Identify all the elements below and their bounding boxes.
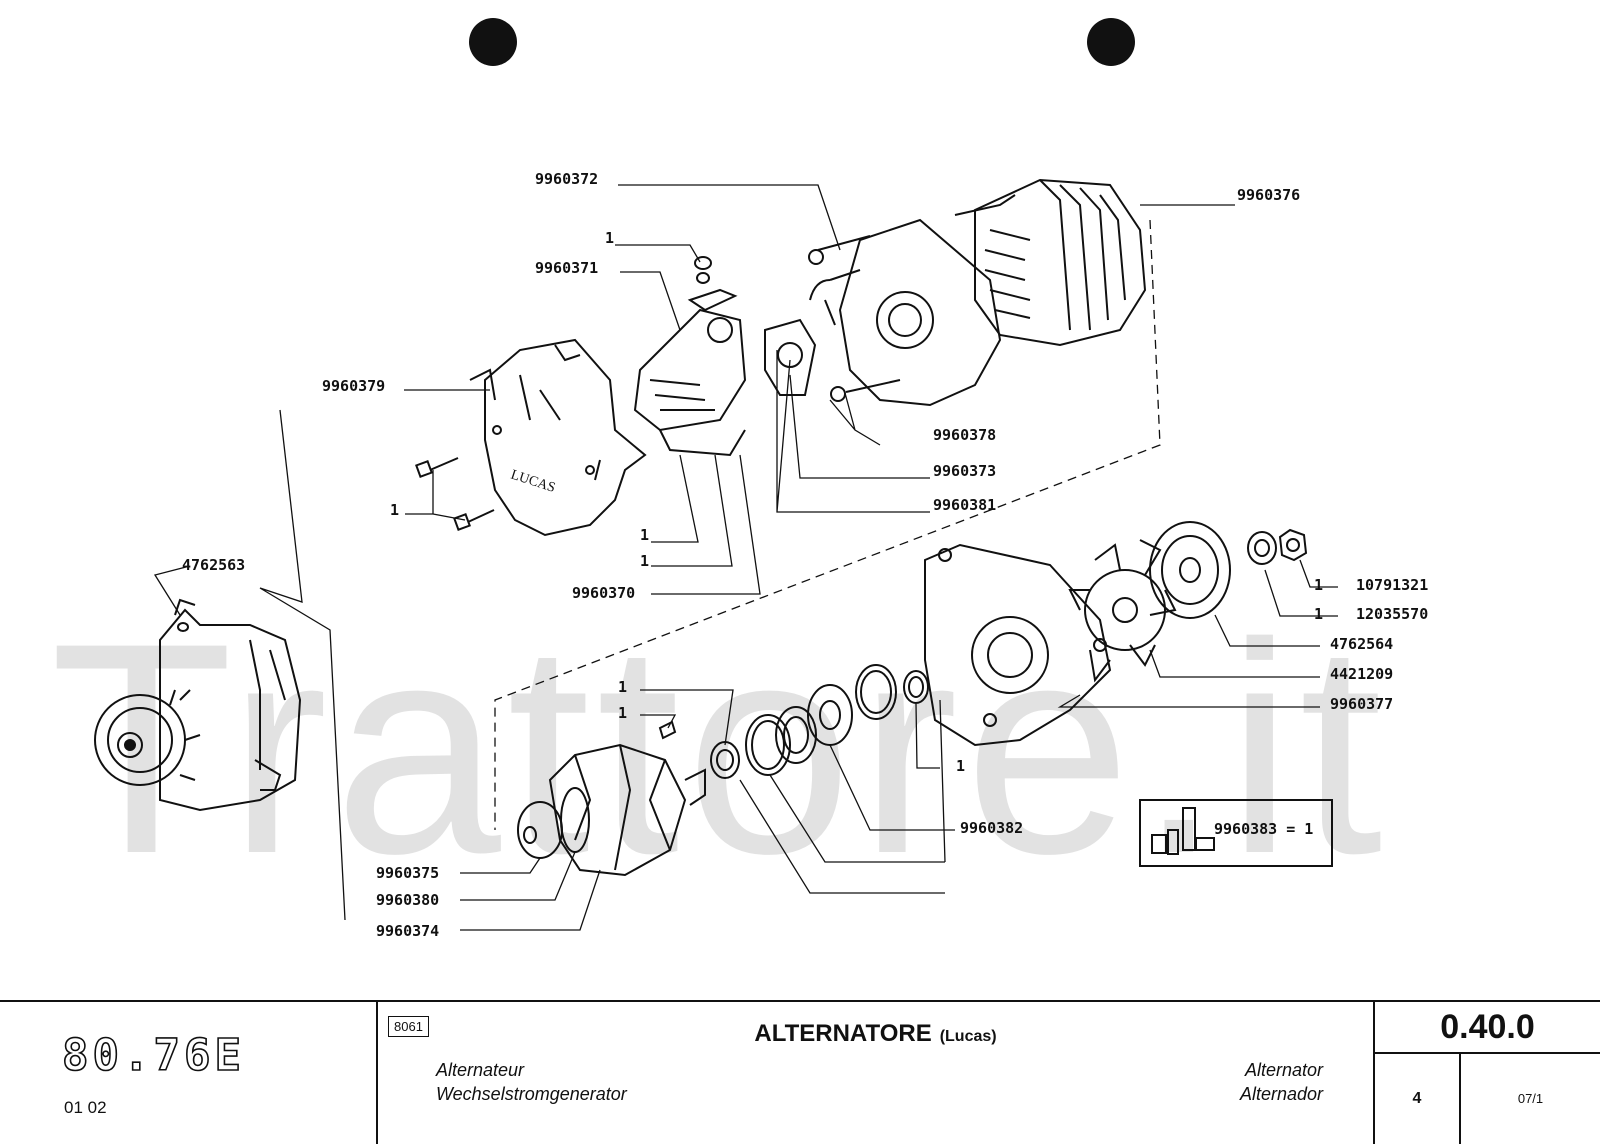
- callout-9960382: 9960382: [960, 819, 1023, 837]
- callout-qty-key: 1: [618, 704, 627, 722]
- title-spanish: Alternador: [1239, 1084, 1323, 1104]
- callout-9960379: 9960379: [322, 377, 385, 395]
- model-code: 80.76E: [61, 1029, 245, 1082]
- callout-4762564: 4762564: [1330, 635, 1393, 653]
- revision-code: 07/1: [1517, 1091, 1544, 1106]
- callout-4762563: 4762563: [182, 556, 245, 574]
- callout-9960373: 9960373: [933, 462, 996, 480]
- punch-hole-left: [469, 18, 517, 66]
- model-variants: 01 02: [64, 1098, 107, 1117]
- callout-9960377: 9960377: [1330, 695, 1393, 713]
- callout-9960380: 9960380: [376, 891, 439, 909]
- callout-qty-nut: 1: [605, 229, 614, 247]
- title-french: Alternateur: [436, 1060, 525, 1080]
- callout-9960374: 9960374: [376, 922, 439, 940]
- title-text: ALTERNATORE: [754, 1020, 932, 1047]
- callout-10791321: 10791321: [1356, 576, 1428, 594]
- exploded-parts-diagram: Trattore.it: [50, 18, 1428, 940]
- cover-screws-drawing: [415, 457, 495, 531]
- pulley-drawing: [1149, 521, 1308, 619]
- page-number: 4: [1375, 1054, 1461, 1144]
- fan-drawing: [1068, 539, 1177, 683]
- callout-qty-regulator-b: 1: [640, 552, 649, 570]
- punch-hole-right: [1087, 18, 1135, 66]
- title-block: 80.76E 01 02 8061 ALTERNATORE (Lucas) Alt…: [0, 1000, 1600, 1144]
- stator-drawing: [954, 178, 1147, 347]
- callout-9960371: 9960371: [535, 259, 598, 277]
- watermark: Trattore.it: [50, 580, 1389, 916]
- callout-9960381: 9960381: [933, 496, 996, 514]
- section-code: 8061: [388, 1016, 429, 1037]
- callout-4421209: 4421209: [1330, 665, 1393, 683]
- callout-9960383: 9960383 = 1: [1214, 820, 1313, 838]
- reference-code: 0.40.0: [1375, 1002, 1600, 1054]
- callout-qty-bearing: 1: [618, 678, 627, 696]
- reference-cell: 0.40.0 4 07/1: [1375, 1002, 1600, 1144]
- callout-qty-regulator-a: 1: [640, 526, 649, 544]
- callout-qty-washer: 1: [1314, 605, 1323, 623]
- callout-9960372: 9960372: [535, 170, 598, 188]
- cover-brand-text: LUCAS: [509, 468, 557, 496]
- callout-9960375: 9960375: [376, 864, 439, 882]
- callout-qty-nut-pulley: 1: [1314, 576, 1323, 594]
- callout-qty-ring: 1: [956, 757, 965, 775]
- description-cell: 8061 ALTERNATORE (Lucas) Alternateur Wech…: [378, 1002, 1375, 1144]
- assembled-alternator-drawing: [94, 598, 302, 812]
- callout-labels: 9960372 1 9960371 9960379 1 9960376 9960…: [182, 170, 1428, 940]
- bearings-drawing: [658, 664, 929, 779]
- title-brand: (Lucas): [939, 1028, 997, 1045]
- brush-kit-box: [1139, 799, 1333, 867]
- assembly-axis-dashed: [494, 219, 1161, 830]
- drive-end-bracket-drawing: [924, 543, 1112, 747]
- callout-9960376: 9960376: [1237, 186, 1300, 204]
- callout-qty-screws: 1: [390, 501, 399, 519]
- callout-12035570: 12035570: [1356, 605, 1428, 623]
- callout-9960378: 9960378: [933, 426, 996, 444]
- leader-lines: [153, 184, 1338, 931]
- callout-9960370: 9960370: [572, 584, 635, 602]
- suppressor-drawing: [764, 318, 817, 396]
- slip-ring-bracket-drawing: [808, 218, 1002, 407]
- page-title: ALTERNATORE (Lucas): [378, 1020, 1373, 1048]
- title-english: Alternator: [1244, 1060, 1323, 1080]
- model-cell: 80.76E 01 02: [0, 1002, 378, 1144]
- rear-cover-drawing: [469, 338, 647, 537]
- regulator-drawing: [633, 256, 747, 457]
- title-german: Wechselstromgenerator: [436, 1084, 627, 1104]
